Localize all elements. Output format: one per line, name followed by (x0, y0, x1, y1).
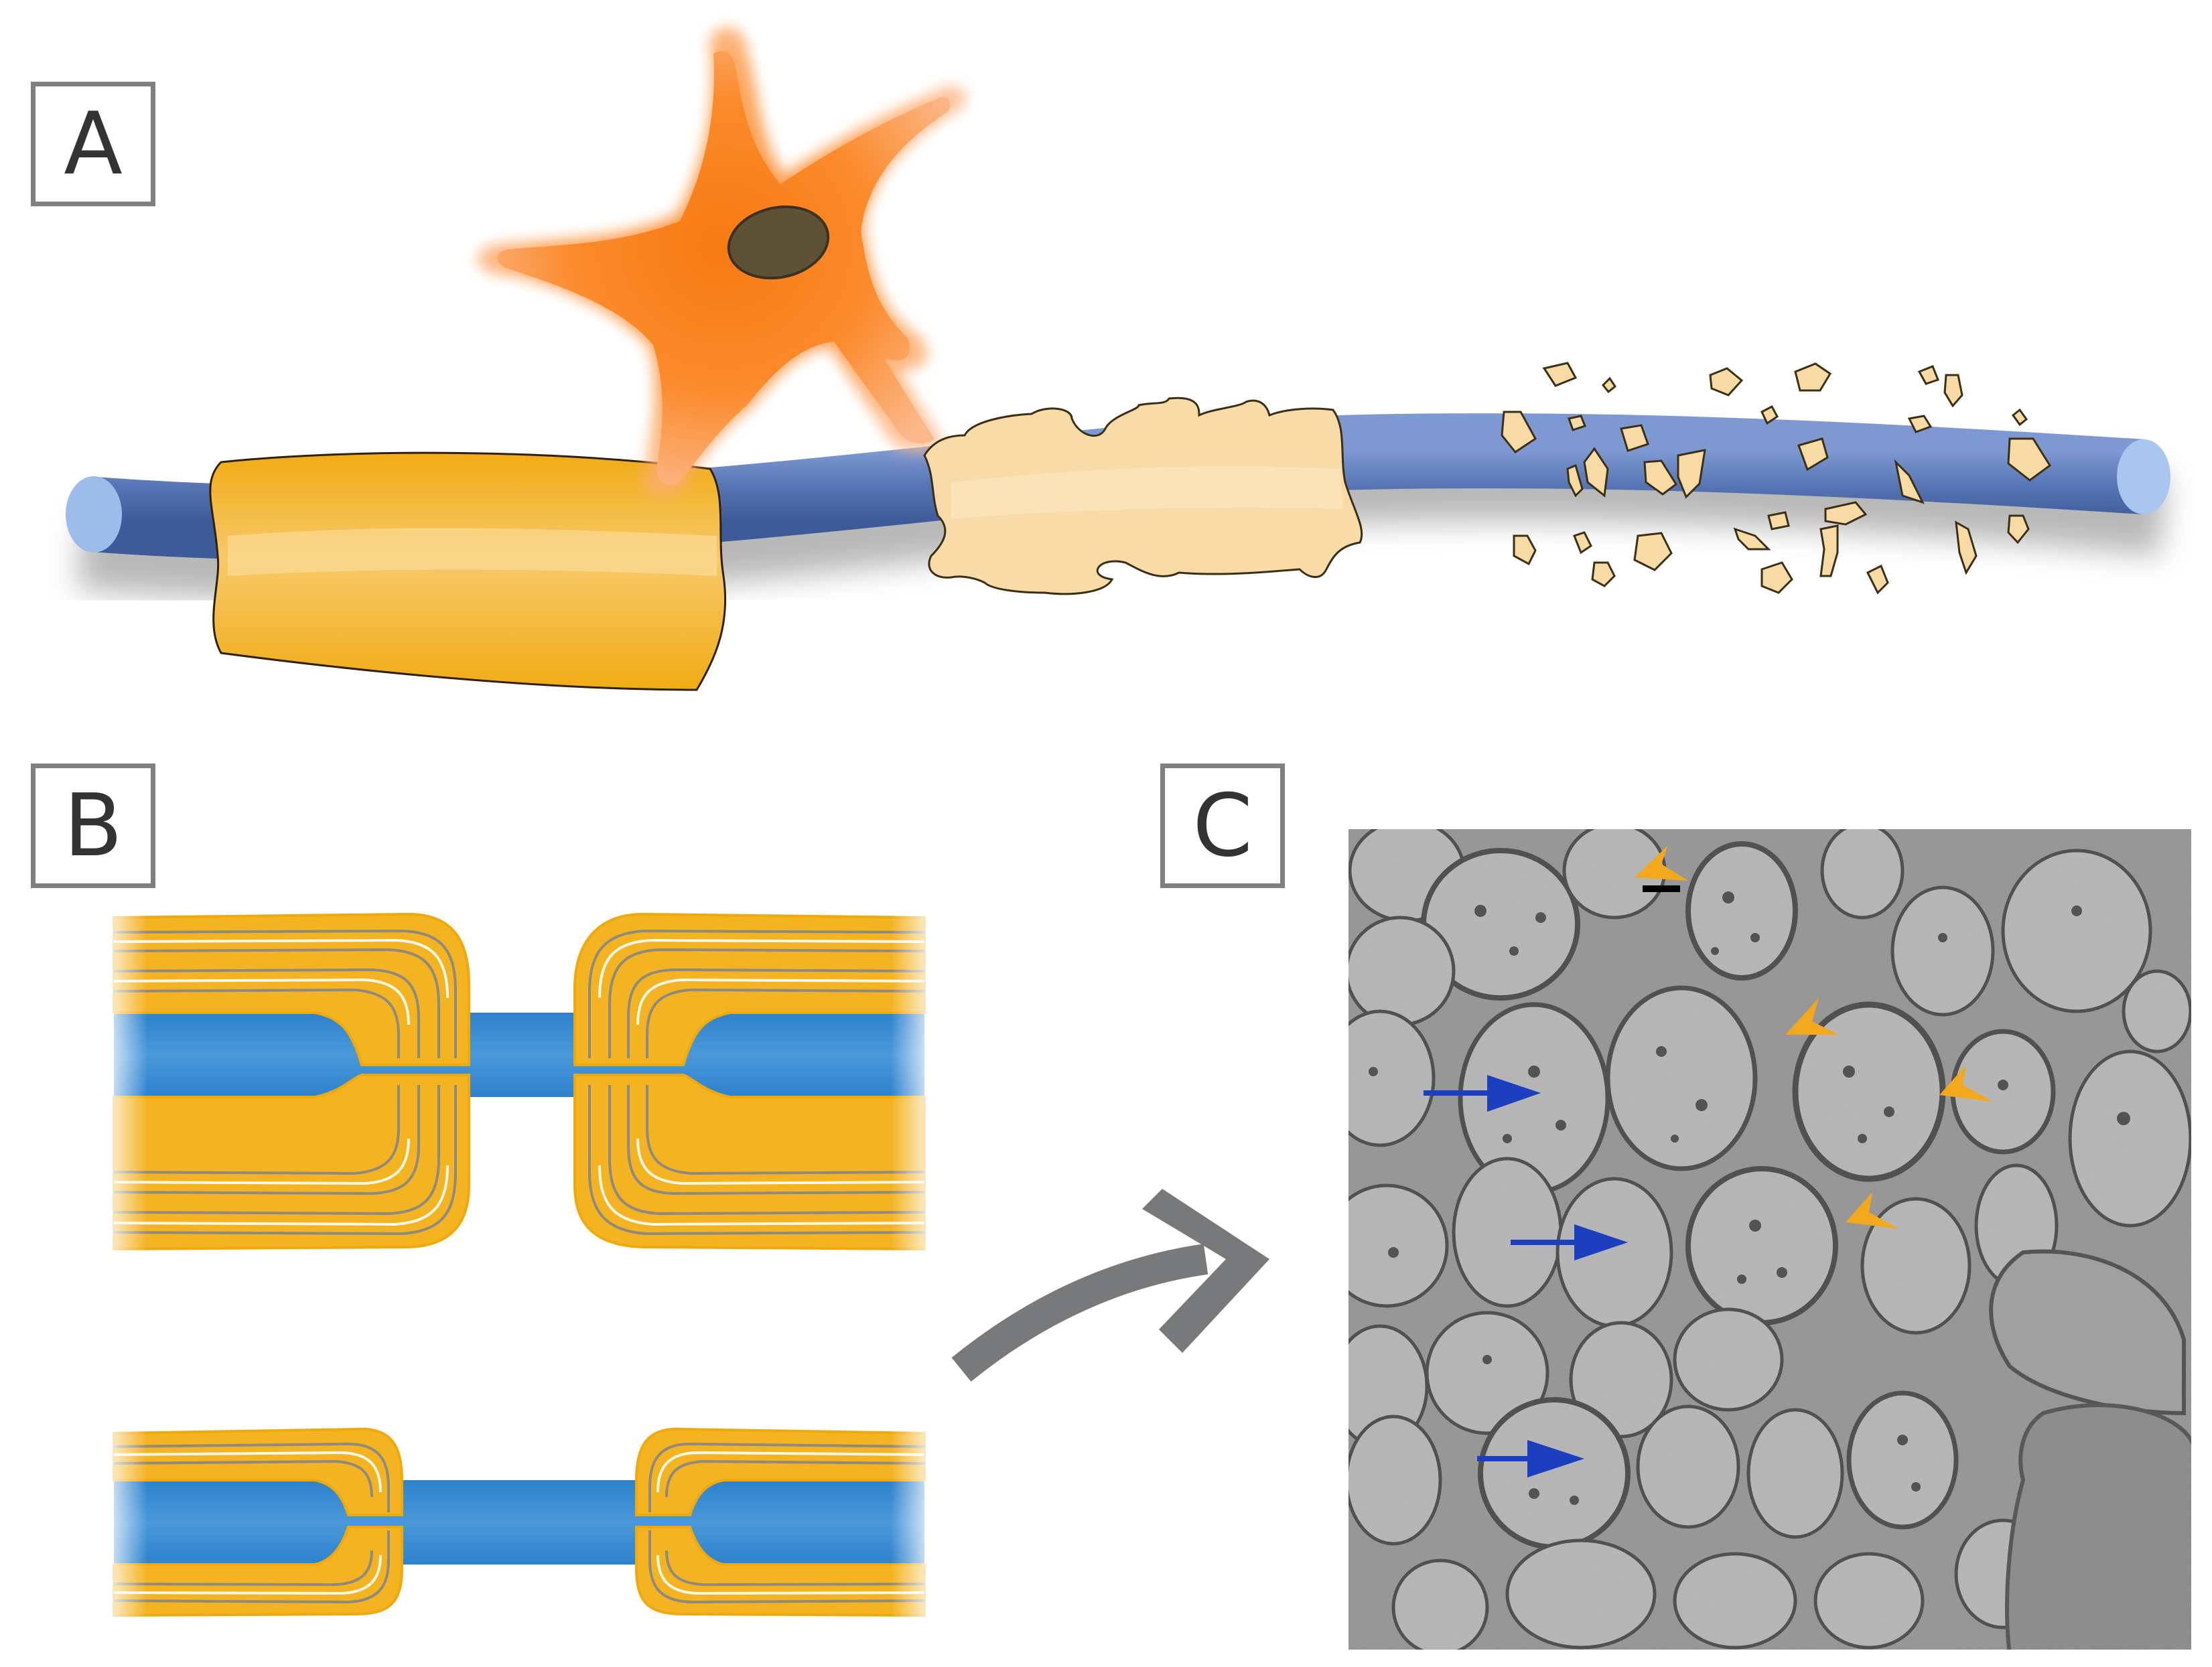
microglia (477, 27, 967, 496)
node-bottom (107, 1427, 931, 1621)
microglia-nucleus (727, 205, 830, 280)
axon-b-top (114, 1013, 924, 1097)
panel-label-a: A (31, 82, 155, 206)
node-top (107, 911, 931, 1259)
myelin-healthy (209, 451, 727, 691)
panel-label-c: C (1160, 764, 1285, 888)
axon-right-end (2117, 439, 2170, 514)
curved-arrow-icon (951, 1189, 1269, 1382)
panel-a-illustration (66, 27, 2170, 691)
panel-b-illustration (107, 911, 931, 1621)
blue-arrow-icon (1424, 1075, 1628, 1477)
axon-b-bottom (114, 1480, 924, 1565)
orange-arrowhead-icon (1635, 845, 1993, 1229)
panel-c-micrograph (1349, 829, 2191, 1650)
panel-label-b: B (31, 764, 155, 888)
axon-left-end (66, 476, 122, 553)
scale-bar (1643, 885, 1680, 892)
myelin-debris (1501, 362, 2052, 595)
